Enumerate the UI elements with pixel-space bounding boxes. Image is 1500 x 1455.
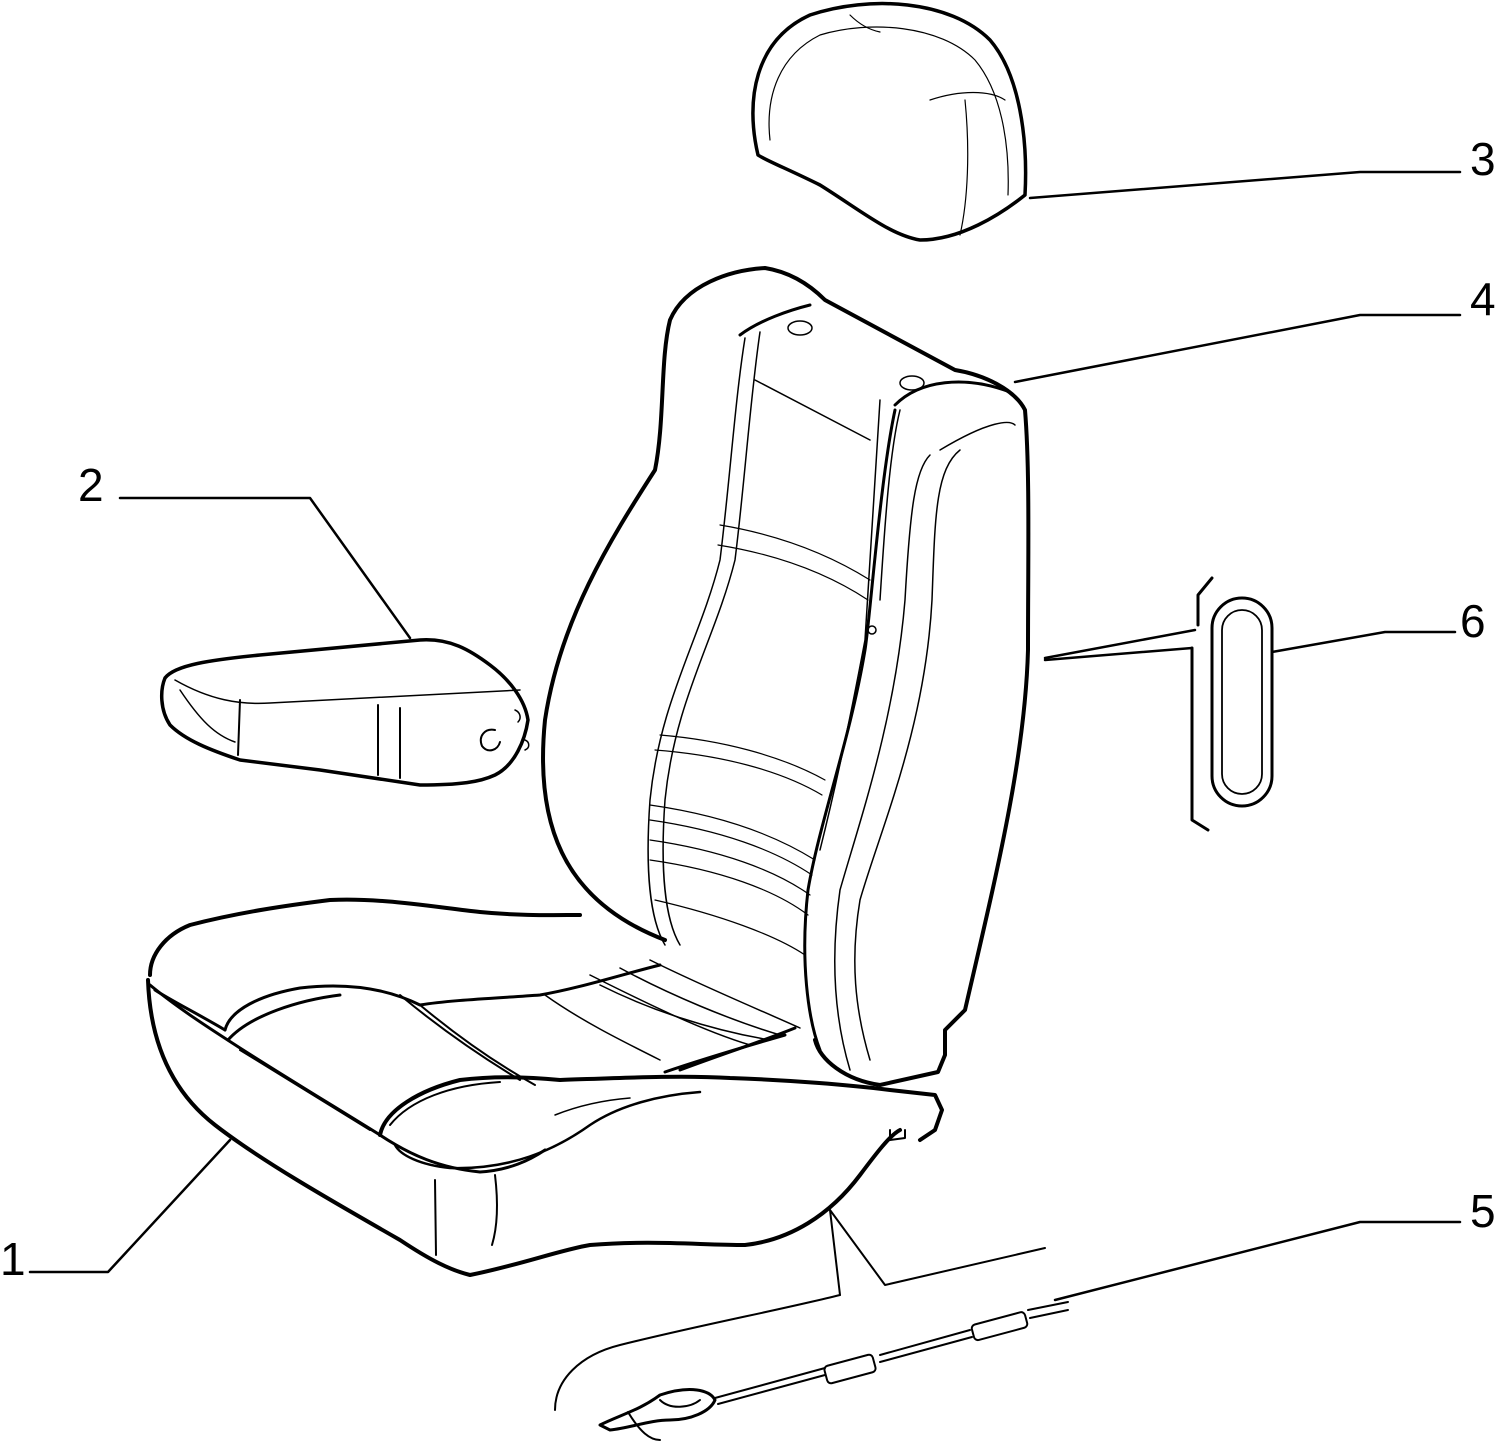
callout-label-1: 1 (0, 1233, 26, 1285)
callout-label-5: 5 (1470, 1185, 1496, 1237)
callout-label-4: 4 (1470, 273, 1496, 325)
leader-line-4 (1013, 313, 1462, 384)
headrest-part (751, 1, 1028, 242)
backrest-part (541, 266, 1031, 1087)
leader-line-3 (1028, 170, 1462, 200)
leader-line-6 (1270, 630, 1457, 654)
callout-label-2: 2 (78, 459, 104, 511)
armrest-part (159, 638, 530, 787)
callout-label-6: 6 (1460, 595, 1486, 647)
callout-label-3: 3 (1470, 133, 1496, 185)
trim-bezel-part (1043, 576, 1274, 832)
seat-cushion-part (146, 897, 944, 1277)
leader-lines (28, 170, 1462, 1302)
leader-line-1 (28, 1138, 232, 1274)
cable-part (554, 1209, 1069, 1441)
leader-line-5 (1053, 1220, 1462, 1302)
leader-line-2 (118, 496, 412, 640)
